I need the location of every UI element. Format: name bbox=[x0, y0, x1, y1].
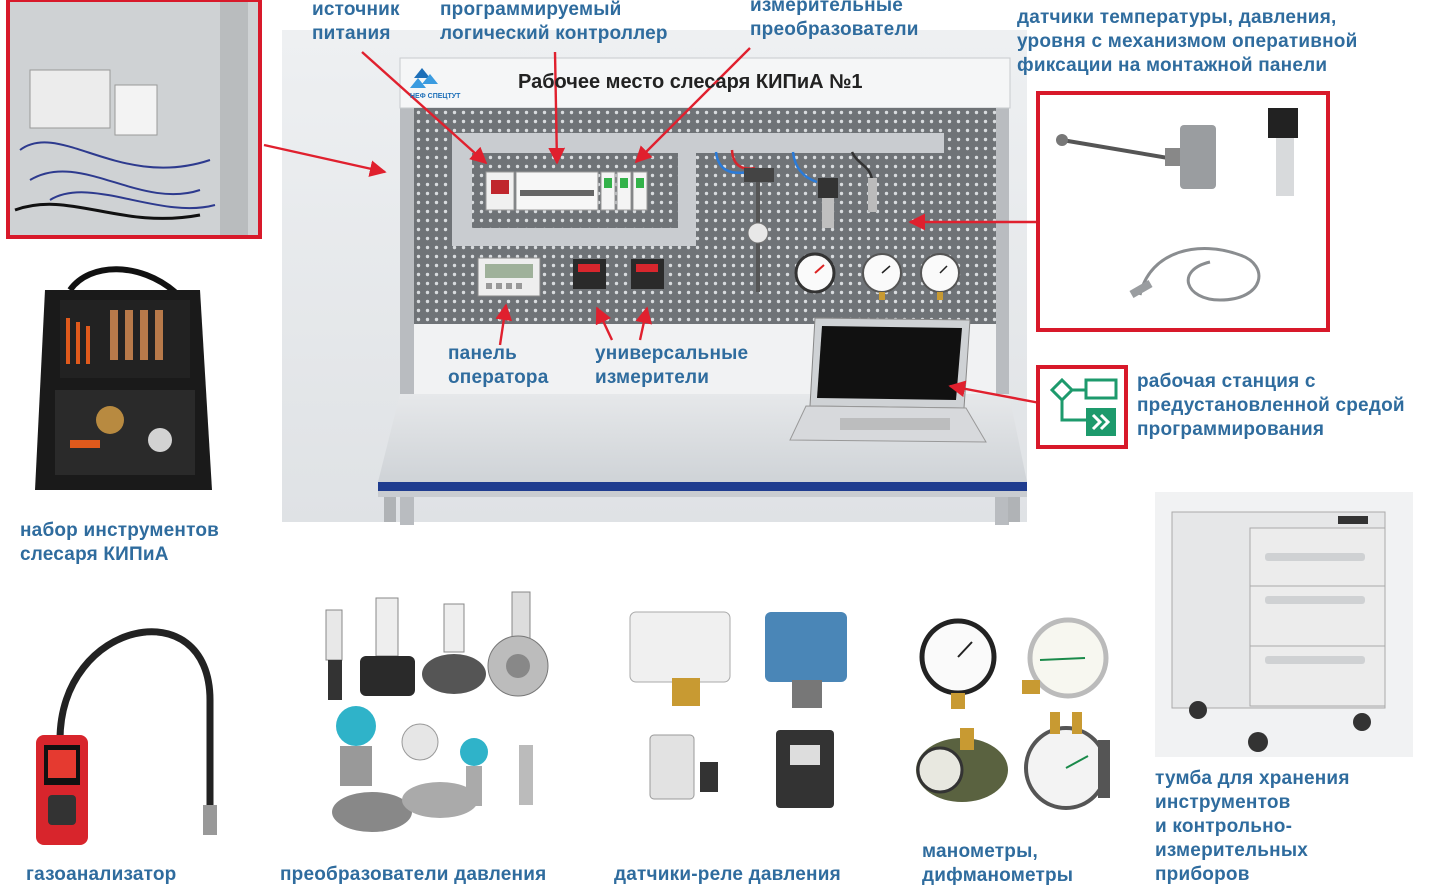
label-pressure-relays: датчики-реле давления bbox=[614, 863, 841, 887]
universal-meter-1 bbox=[573, 259, 606, 289]
label-transducers: измерительные преобразователи bbox=[750, 0, 919, 42]
label-line: программирования bbox=[1137, 419, 1325, 440]
double-chevron-icon bbox=[1086, 408, 1116, 436]
label-line: набор инструментов bbox=[20, 520, 220, 541]
panel-gauge-3 bbox=[920, 253, 960, 300]
label-power-supply: источник питания bbox=[312, 0, 400, 46]
panel-gauge-2 bbox=[862, 253, 902, 300]
manometers-photo bbox=[916, 617, 1110, 810]
label-gas-analyzer: газоанализатор bbox=[26, 863, 176, 887]
bench-logo bbox=[410, 64, 454, 102]
label-line: оператора bbox=[448, 367, 549, 388]
label-line: измерительных bbox=[1155, 840, 1309, 861]
label-sensors: датчики температуры, давления, уровня с … bbox=[1017, 6, 1357, 78]
electrical-cabinet-photo bbox=[6, 0, 262, 239]
label-line: преобразователи bbox=[750, 19, 919, 40]
label-line: измерительные bbox=[750, 0, 904, 16]
label-line: предустановленной средой bbox=[1137, 395, 1405, 416]
label-universal-meters: универсальные измерители bbox=[595, 342, 748, 390]
label-line: рабочая станция с bbox=[1137, 371, 1316, 392]
universal-meter-2 bbox=[631, 259, 664, 289]
label-line: тумба для хранения bbox=[1155, 768, 1350, 789]
label-line: универсальные bbox=[595, 343, 749, 364]
pressure-relays-photo bbox=[629, 611, 847, 808]
label-line: манометры, bbox=[922, 841, 1038, 862]
label-line: дифманометры bbox=[922, 865, 1074, 886]
label-line: логический контроллер bbox=[440, 23, 668, 44]
label-line: преобразователи давления bbox=[280, 864, 547, 885]
din-rail-devices bbox=[485, 171, 648, 211]
label-line: источник bbox=[312, 0, 400, 20]
label-line: уровня с механизмом оперативной bbox=[1017, 31, 1358, 52]
label-line: панель bbox=[448, 343, 518, 364]
label-line: датчики температуры, давления, bbox=[1017, 7, 1337, 28]
title-board bbox=[399, 57, 1011, 109]
laptop bbox=[789, 317, 987, 443]
label-plc: программируемый логический контроллер bbox=[440, 0, 668, 46]
label-line: программируемый bbox=[440, 0, 622, 20]
label-line: измерители bbox=[595, 367, 710, 388]
label-manometers: манометры, дифманометры bbox=[922, 840, 1073, 888]
bench-logo-caption: НЕФ СПЕЦТУТ bbox=[410, 93, 461, 100]
label-line: инструментов bbox=[1155, 792, 1291, 813]
callout-arrows bbox=[263, 47, 1041, 405]
label-line: слесаря КИПиА bbox=[20, 544, 169, 565]
label-line: датчики-реле давления bbox=[614, 864, 841, 885]
label-pressure-transducers: преобразователи давления bbox=[280, 863, 546, 887]
desk-edge bbox=[378, 482, 1027, 491]
bench-title: Рабочее место слесаря КИПиА №1 bbox=[518, 71, 863, 93]
label-tool-kit: набор инструментов слесаря КИПиА bbox=[20, 519, 219, 567]
label-cabinet: тумба для хранения инструментов и контро… bbox=[1155, 767, 1350, 887]
label-line: газоанализатор bbox=[26, 864, 177, 885]
label-line: и контрольно- bbox=[1155, 816, 1293, 837]
label-operator-panel: панель оператора bbox=[448, 342, 548, 390]
tool-kit-bag bbox=[35, 266, 212, 490]
label-line: приборов bbox=[1155, 864, 1250, 885]
panel-gauge-1 bbox=[794, 252, 836, 294]
sensors-callout-box bbox=[1036, 91, 1330, 332]
drawer-cabinet-photo bbox=[1155, 492, 1413, 757]
gas-analyzer bbox=[36, 628, 217, 845]
label-line: фиксации на монтажной панели bbox=[1017, 55, 1328, 76]
label-line: питания bbox=[312, 23, 391, 44]
label-workstation: рабочая станция с предустановленной сред… bbox=[1137, 370, 1405, 442]
pressure-transducers-photo bbox=[325, 591, 549, 832]
operator-panel-device bbox=[477, 257, 541, 297]
